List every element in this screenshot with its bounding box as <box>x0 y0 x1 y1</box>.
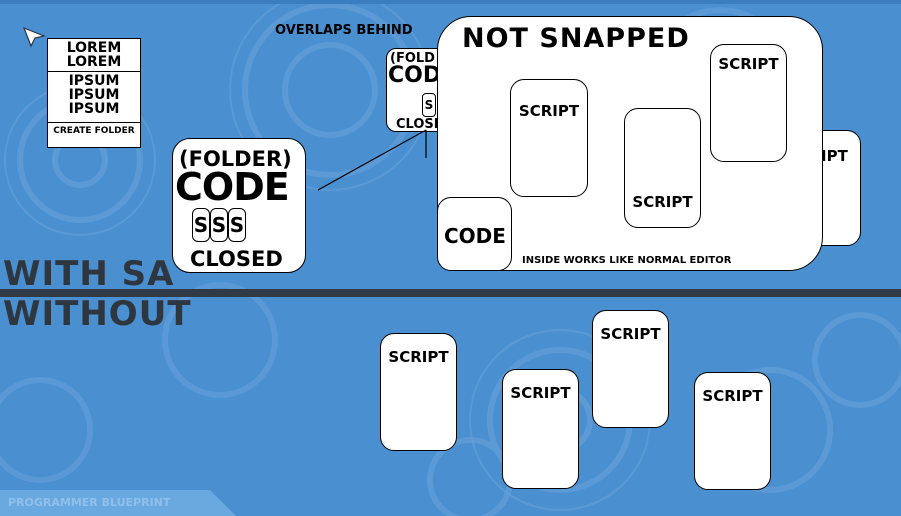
menu-item-lorem-1[interactable]: LOREM <box>66 40 122 56</box>
small-folder-s: S <box>422 93 436 117</box>
editor-script-3[interactable]: SCRIPT <box>710 44 787 162</box>
menu-item-lorem-2[interactable]: LOREM <box>66 54 122 70</box>
folder-s-3[interactable]: S <box>228 208 246 242</box>
without-script-1-label: SCRIPT <box>388 348 449 366</box>
small-folder-code: COD <box>388 63 442 88</box>
folder-s-2[interactable]: S <box>210 208 228 242</box>
footer-brand-label: PROGRAMMER BLUEPRINT <box>8 496 171 509</box>
without-heading: WITHOUT <box>3 294 192 334</box>
without-script-2[interactable]: SCRIPT <box>502 369 579 489</box>
editor-script-1[interactable]: SCRIPT <box>510 79 588 197</box>
editor-code-label: CODE <box>444 224 506 248</box>
without-script-2-label: SCRIPT <box>510 384 571 402</box>
inside-editor-caption: INSIDE WORKS LIKE NORMAL EDITOR <box>522 255 732 266</box>
small-folder-title: (FOLD <box>390 51 435 66</box>
without-script-3[interactable]: SCRIPT <box>592 310 669 428</box>
editor-script-1-label: SCRIPT <box>518 102 580 120</box>
menu-item-ipsum-1[interactable]: IPSUM <box>68 73 120 89</box>
editor-script-2[interactable]: SCRIPT <box>624 108 701 228</box>
menu-item-ipsum-3[interactable]: IPSUM <box>68 101 120 117</box>
folder-s-1[interactable]: S <box>192 208 210 242</box>
without-script-4[interactable]: SCRIPT <box>694 372 771 490</box>
without-script-1[interactable]: SCRIPT <box>380 333 457 451</box>
not-snapped-label: NOT SNAPPED <box>462 23 690 54</box>
editor-script-3-label: SCRIPT <box>718 55 779 73</box>
folder-closed[interactable]: (FOLDER) CODE <box>172 138 306 273</box>
script-card-behind-label: IPT <box>821 147 848 165</box>
folder-title: (FOLDER) <box>179 147 292 171</box>
overlaps-behind-label: OVERLAPS BEHIND <box>275 23 413 38</box>
with-sa-heading: WITH SA <box>3 254 175 294</box>
small-folder-closed[interactable]: (FOLD COD S CLOSE <box>386 48 446 132</box>
editor-code-block[interactable]: CODE <box>437 197 512 271</box>
folder-closed-label: CLOSED <box>190 247 283 271</box>
context-menu: LOREM LOREM IPSUM IPSUM IPSUM CREATE FOL… <box>47 38 141 148</box>
without-script-4-label: SCRIPT <box>702 387 763 405</box>
small-folder-closed-label: CLOSE <box>396 117 443 132</box>
section-divider <box>0 289 901 297</box>
folder-code-label: CODE <box>175 165 290 209</box>
footer-banner <box>0 490 236 516</box>
menu-item-ipsum-2[interactable]: IPSUM <box>68 87 120 103</box>
menu-item-create-folder[interactable]: CREATE FOLDER <box>53 126 135 136</box>
editor-script-2-label: SCRIPT <box>632 193 693 211</box>
cursor-icon <box>22 26 46 48</box>
without-script-3-label: SCRIPT <box>600 325 661 343</box>
